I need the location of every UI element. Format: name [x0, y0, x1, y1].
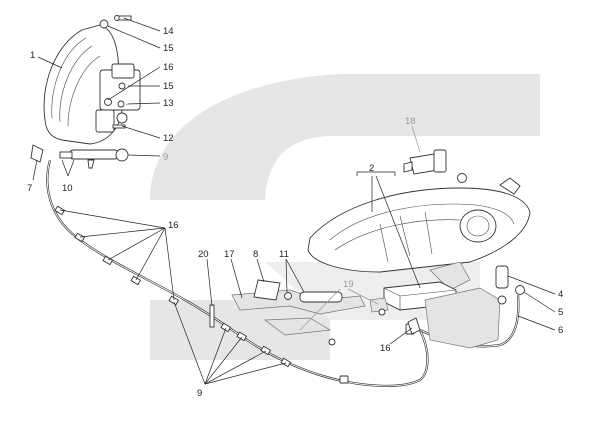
callout-5: 5: [558, 307, 563, 318]
callout-16-top: 16: [163, 62, 174, 73]
callout-8: 8: [253, 249, 258, 260]
callout-10: 10: [62, 183, 73, 194]
callout-16-left: 16: [168, 220, 179, 231]
callout-18: 18: [405, 116, 416, 127]
washer-reservoir: [424, 265, 525, 349]
callout-14: 14: [163, 26, 174, 37]
callout-12: 12: [163, 133, 174, 144]
callout-7: 7: [27, 183, 32, 194]
callout-16-right: 16: [380, 343, 391, 354]
callout-1: 1: [30, 50, 35, 61]
bracket-assembly: [209, 279, 366, 346]
callout-2: 2: [369, 163, 374, 174]
leader-lines: [32, 17, 556, 385]
callout-13: 13: [163, 98, 174, 109]
left-washer-nozzle: [30, 144, 129, 169]
part-19: [369, 297, 389, 316]
callout-11: 11: [279, 249, 289, 260]
screw-hardware: [112, 15, 132, 129]
right-headlamp-assembly: [307, 177, 531, 291]
callout-labels: 1 14 15 16 15 13 12 9 7 10 16 18 2 20 17…: [27, 26, 563, 399]
right-connector: [407, 317, 421, 335]
xenon-bulb: [403, 149, 467, 183]
callout-9-top: 9: [163, 152, 168, 163]
callout-15-top: 15: [163, 43, 174, 54]
callout-19: 19: [343, 279, 354, 290]
left-headlamp-assembly: [43, 19, 141, 145]
callout-4: 4: [558, 289, 563, 300]
callout-20: 20: [198, 249, 209, 260]
callout-6: 6: [558, 325, 563, 336]
callout-17: 17: [224, 249, 235, 260]
callout-15-mid: 15: [163, 81, 174, 92]
callout-9-bottom: 9: [197, 388, 202, 399]
